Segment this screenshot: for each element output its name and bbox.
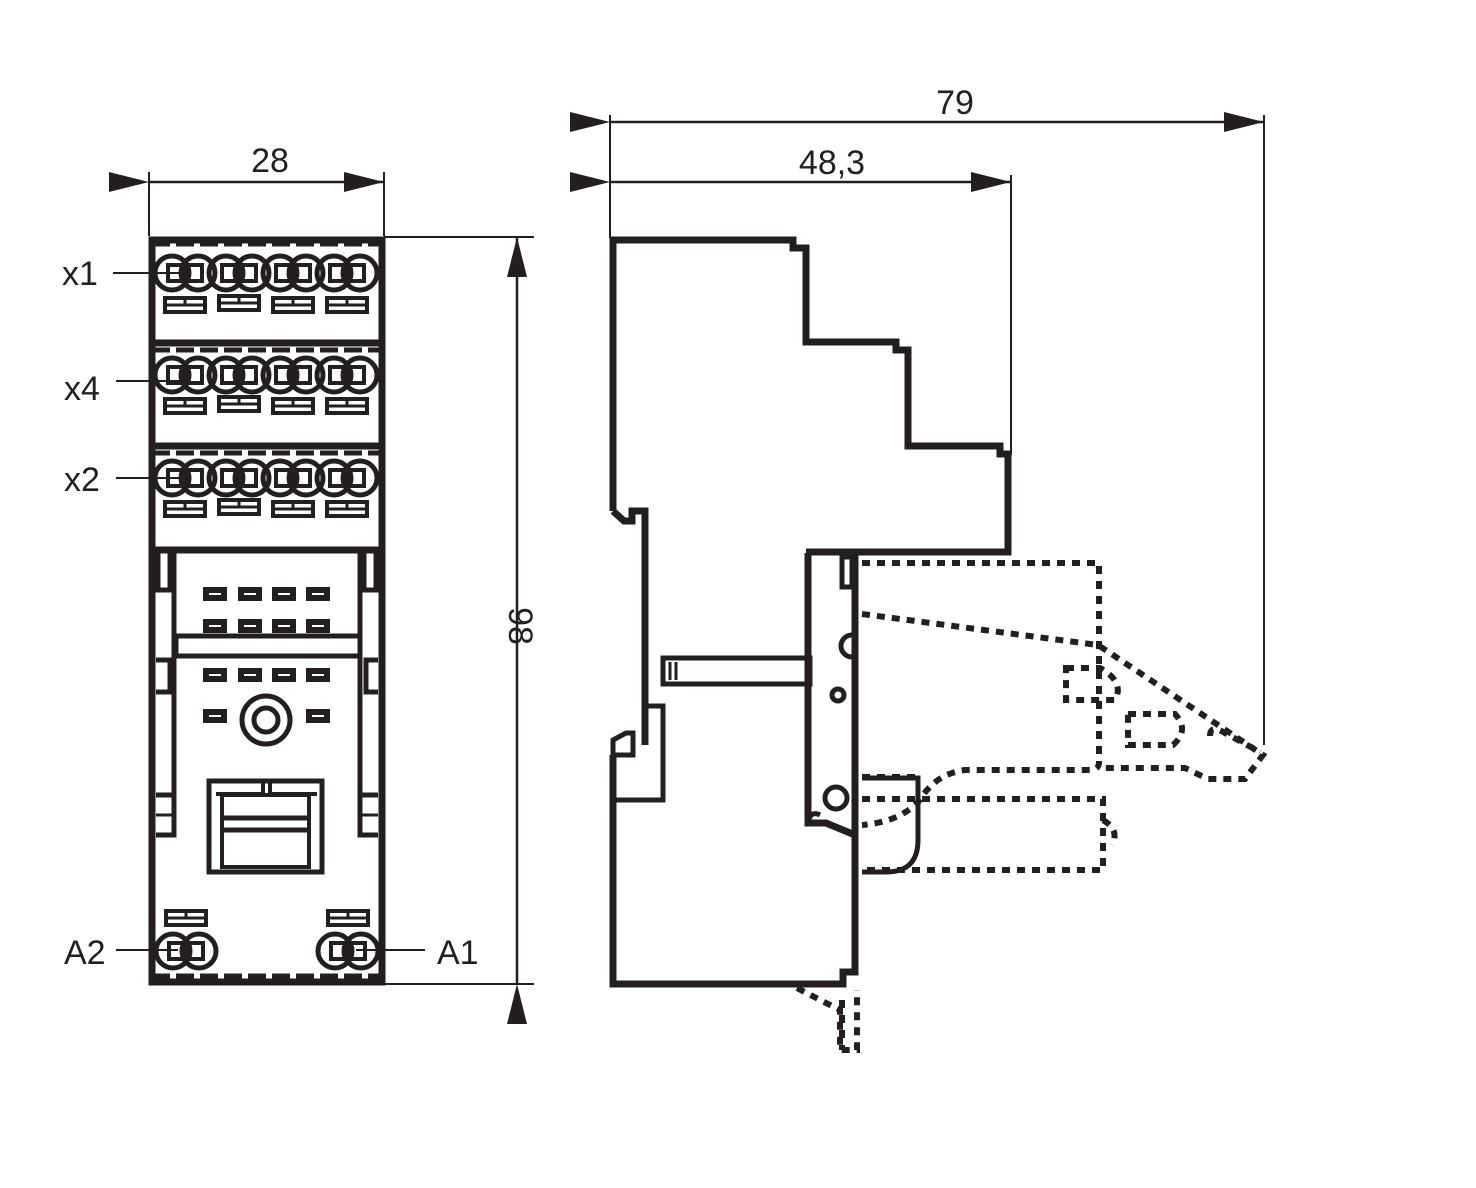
side-view: 79 48,3	[570, 84, 1268, 1053]
coil-terminal-a2	[156, 909, 216, 968]
terminal-block-x1	[152, 241, 382, 347]
din-rail-post	[660, 655, 813, 687]
relay-outline-dotted	[795, 560, 1268, 1053]
body-depth-dimension: 48,3	[570, 144, 1012, 455]
terminal-label-a2: A2	[64, 934, 106, 972]
socket-side-profile	[609, 236, 1012, 556]
body-depth-label: 48,3	[799, 144, 865, 182]
terminal-label-a1: A1	[437, 934, 479, 972]
width-dimension-label: 28	[251, 142, 289, 180]
socket-front-outline	[148, 236, 386, 986]
terminal-labels: x1 x4 x2 A2 A1	[62, 255, 479, 972]
retaining-clip	[206, 778, 325, 875]
height-dimension: 98	[384, 236, 539, 1024]
total-depth-label: 79	[936, 84, 974, 122]
terminal-label-x2: x2	[64, 461, 100, 499]
relay-area	[155, 553, 379, 875]
terminal-block-x2	[152, 450, 382, 554]
coil-terminal-a1	[318, 909, 378, 968]
front-view: 28 98	[62, 142, 539, 1024]
height-dimension-label: 98	[501, 607, 539, 645]
terminal-block-x4	[152, 347, 382, 450]
terminal-label-x4: x4	[64, 370, 100, 408]
terminal-label-x1: x1	[62, 255, 98, 293]
width-dimension: 28	[109, 142, 385, 236]
center-hole-icon	[239, 693, 293, 747]
